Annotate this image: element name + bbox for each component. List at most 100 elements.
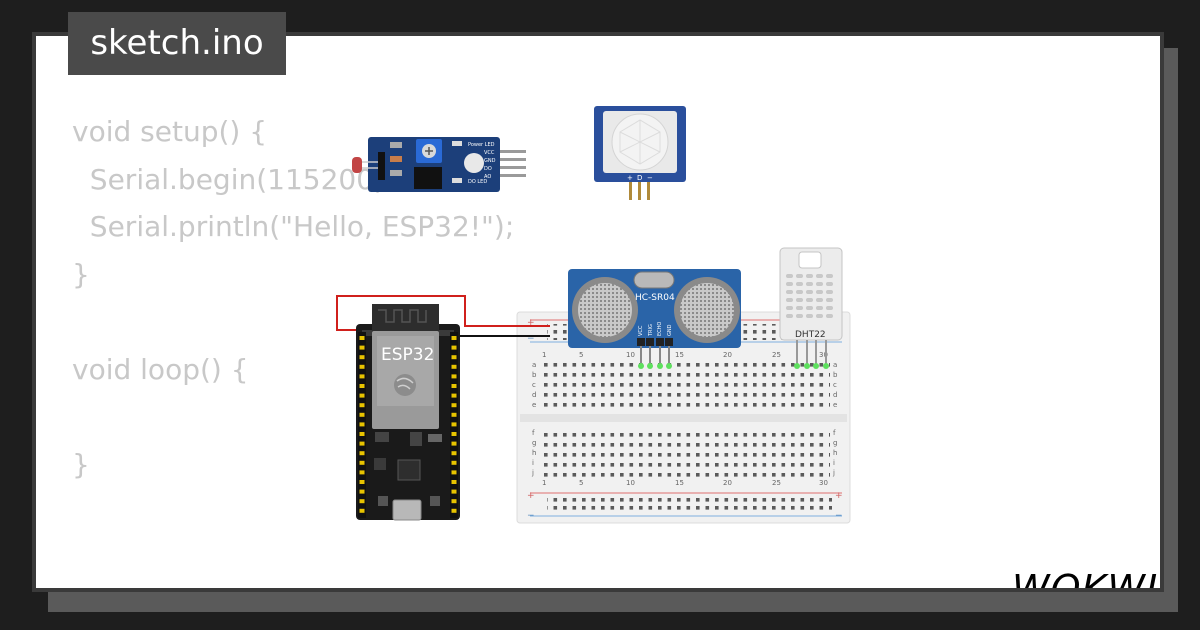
dht22-vent <box>796 298 803 302</box>
esp32-pin[interactable] <box>359 345 365 350</box>
project-preview-card: void setup() { Serial.begin(115200); Ser… <box>32 32 1164 592</box>
breadboard-row-label: f <box>833 429 836 437</box>
wires[interactable] <box>336 295 550 337</box>
breadboard-row-label: i <box>833 459 835 467</box>
breadboard-row-label: f <box>532 429 535 437</box>
esp32-pin[interactable] <box>359 364 365 369</box>
esp32-pin[interactable] <box>359 451 365 456</box>
code-line: Serial.begin(115200); <box>72 162 395 196</box>
dht22-label: DHT22 <box>795 330 826 340</box>
dht22-vent <box>816 290 823 294</box>
esp32-pin[interactable] <box>359 412 365 417</box>
breadboard-row-label: b <box>833 371 838 379</box>
boot-button[interactable] <box>430 496 440 506</box>
breadboard-row-label: b <box>532 371 537 379</box>
esp32-pin[interactable] <box>359 422 365 427</box>
esp32-pin[interactable] <box>359 489 365 494</box>
breadboard-col-label: 25 <box>772 479 781 487</box>
esp32-pin[interactable] <box>359 499 365 504</box>
esp32-pin[interactable] <box>451 336 457 340</box>
ultrasonic-pin-label: GND <box>667 324 673 336</box>
code-line: } <box>72 447 90 481</box>
breadboard-row-label: d <box>532 391 536 399</box>
esp32-pin[interactable] <box>359 384 365 388</box>
ldr-pin-label: AO <box>484 174 491 180</box>
breadboard-row-label: c <box>532 381 536 389</box>
esp32-pin[interactable] <box>359 403 365 408</box>
dht22-vent <box>796 290 803 294</box>
wokwi-logo[interactable]: WOKWI <box>1008 560 1164 592</box>
esp32-pin[interactable] <box>451 374 457 379</box>
dht22-vent <box>816 274 823 278</box>
svg-text:+: + <box>527 491 535 501</box>
dht22-vent <box>786 290 793 294</box>
esp32-pin[interactable] <box>359 480 365 484</box>
light-sensor-module[interactable]: Power LED DO LED VCC GND DO AO <box>352 137 526 192</box>
esp32-pin[interactable] <box>451 470 457 475</box>
esp32-pin[interactable] <box>451 345 457 350</box>
pir-pin-label: − <box>647 174 653 182</box>
comparator-chip <box>414 167 442 189</box>
photoresistor-icon <box>352 157 362 173</box>
esp32-pin[interactable] <box>451 451 457 456</box>
dht22-vent <box>826 274 833 278</box>
dht22-vent <box>816 282 823 286</box>
esp32-pin[interactable] <box>359 393 365 398</box>
esp32-pin[interactable] <box>359 374 365 379</box>
dht22-vent <box>786 314 793 318</box>
esp32-pin[interactable] <box>451 393 457 398</box>
breadboard-col-label: 1 <box>542 479 546 487</box>
pir-sensor[interactable]: + D − <box>594 106 686 200</box>
dht22-vent <box>826 306 833 310</box>
dht22-vent <box>826 282 833 286</box>
esp32-pin[interactable] <box>451 412 457 417</box>
breadboard-row-label: g <box>532 439 536 447</box>
ldr-pin-label: VCC <box>484 150 495 156</box>
dht22-vent <box>796 274 803 278</box>
ultrasonic-sensor[interactable]: HC-SR04 VCC TRIG ECHO GND <box>568 269 741 369</box>
esp32-pin[interactable] <box>451 422 457 427</box>
breadboard-row-label: e <box>532 401 536 409</box>
esp32-pin[interactable] <box>451 355 457 360</box>
breadboard-row-label: h <box>833 449 837 457</box>
esp32-pin[interactable] <box>451 489 457 494</box>
esp32-board[interactable]: ESP32 <box>356 304 460 521</box>
esp32-pin[interactable] <box>451 403 457 408</box>
esp32-pin[interactable] <box>359 432 365 436</box>
breadboard-col-label: 1 <box>542 351 546 359</box>
en-button[interactable] <box>378 496 388 506</box>
esp32-pin[interactable] <box>451 499 457 504</box>
esp32-pin[interactable] <box>451 460 457 465</box>
dht22-vent <box>816 314 823 318</box>
esp32-pin[interactable] <box>451 384 457 388</box>
breadboard-col-label: 5 <box>579 351 583 359</box>
pir-pin-label: D <box>637 174 642 182</box>
dht22-vent <box>826 290 833 294</box>
usb-port <box>392 499 422 521</box>
svg-text:+: + <box>527 318 535 328</box>
esp32-pin[interactable] <box>359 441 365 446</box>
breadboard-col-label: 30 <box>819 351 828 359</box>
esp32-pin[interactable] <box>451 364 457 369</box>
dht22-sensor[interactable]: DHT22 <box>779 247 843 369</box>
esp32-pin[interactable] <box>359 460 365 465</box>
code-line: void loop() { <box>72 352 249 386</box>
esp32-pin[interactable] <box>359 470 365 475</box>
code-editor[interactable]: void setup() { Serial.begin(115200); Ser… <box>72 108 514 488</box>
dht22-vent <box>796 314 803 318</box>
breadboard-col-label: 15 <box>675 479 684 487</box>
esp32-pin[interactable] <box>451 441 457 446</box>
esp32-pin[interactable] <box>451 432 457 436</box>
breadboard[interactable]: 1 5 10 15 20 25 30 1 5 10 15 20 25 30 a … <box>516 311 851 524</box>
pir-pin-label: + <box>627 174 633 182</box>
breadboard-row-label: c <box>833 381 837 389</box>
ldr-side-label: DO LED <box>468 179 487 185</box>
esp32-pin[interactable] <box>359 508 365 513</box>
dht22-vent <box>806 282 813 286</box>
esp32-pin[interactable] <box>359 336 365 340</box>
editor-tab-sketch[interactable]: sketch.ino <box>68 12 286 75</box>
esp32-pin[interactable] <box>451 508 457 513</box>
esp32-pin[interactable] <box>451 480 457 484</box>
esp32-pin[interactable] <box>359 355 365 360</box>
dht22-vent <box>816 298 823 302</box>
